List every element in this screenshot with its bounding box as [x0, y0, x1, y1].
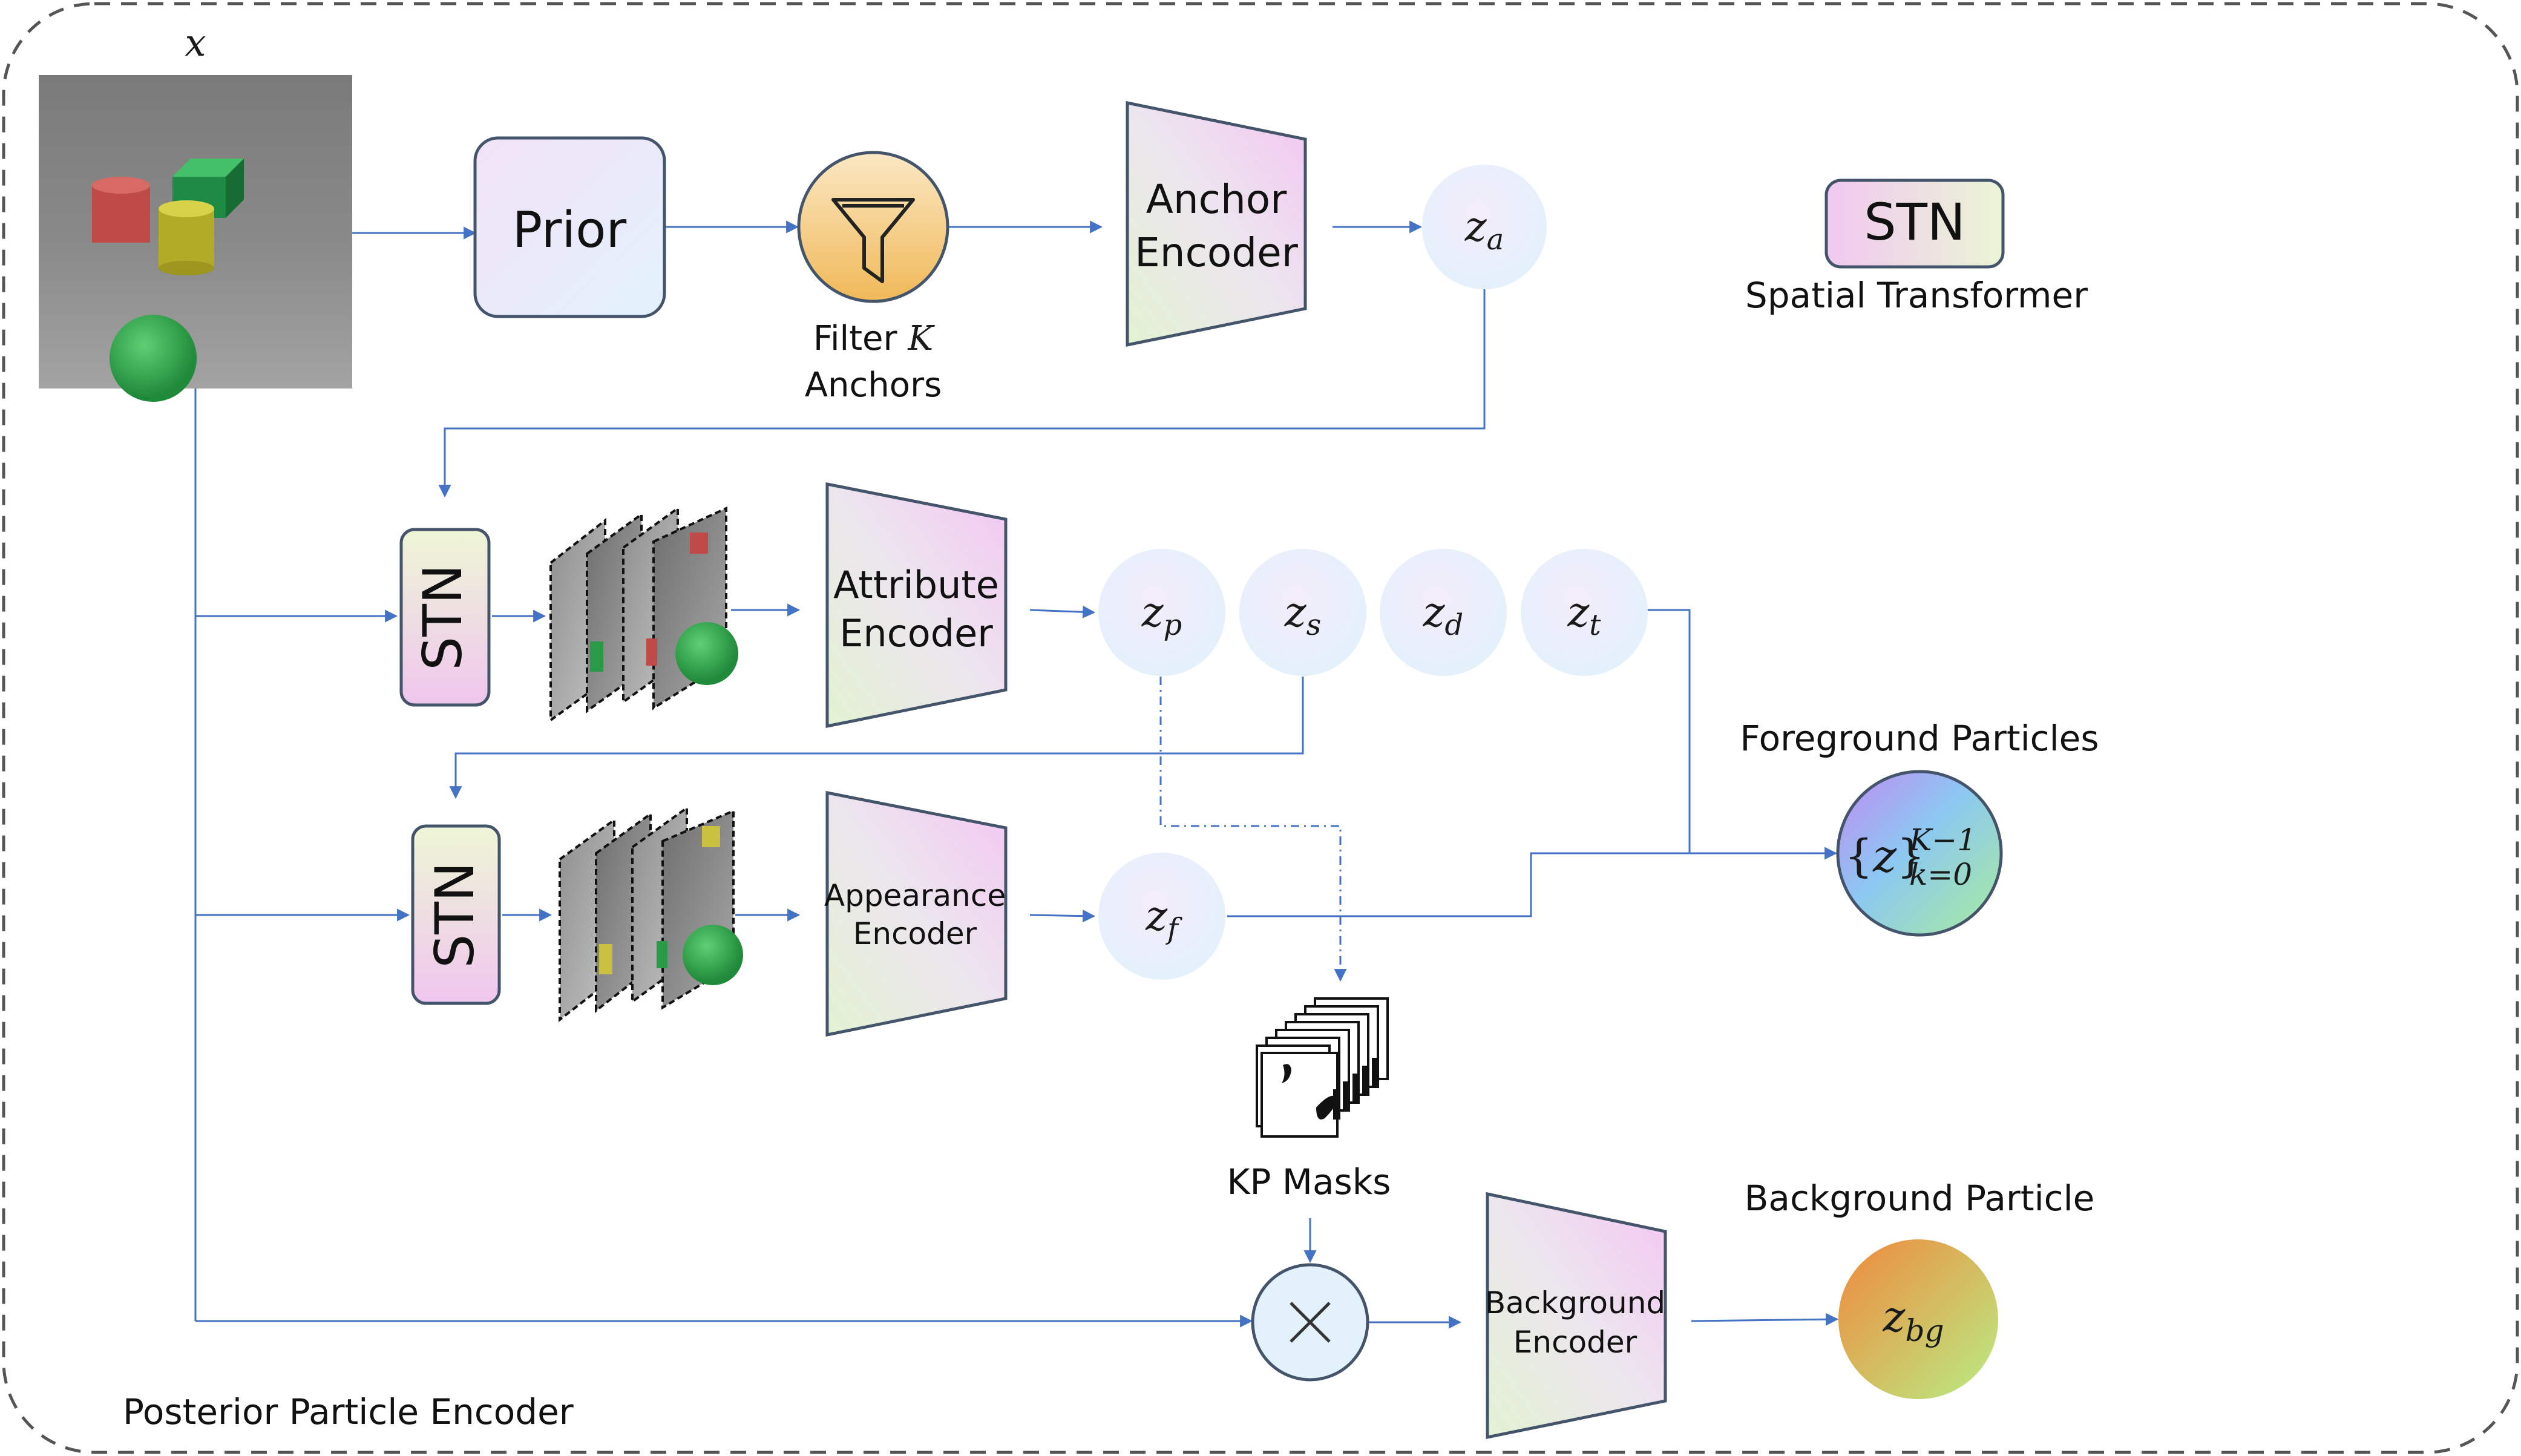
- arrow-appearance-encoder-to-zf: [1029, 910, 1096, 923]
- zs-node: [1239, 549, 1366, 676]
- fg-set-open: {: [1844, 830, 1873, 882]
- appearance-encoder-line2: Encoder: [853, 916, 977, 951]
- za-base: z: [1464, 203, 1487, 251]
- input-label: x: [185, 21, 206, 65]
- background-particle-node: [1838, 1239, 1998, 1399]
- arrow-za-to-stn1: [438, 289, 1486, 498]
- zp-sub: p: [1164, 608, 1182, 642]
- stn2-box: [411, 824, 501, 1005]
- background-encoder-shape: [1486, 1192, 1667, 1440]
- kp-masks-blobs: [1282, 1058, 1377, 1120]
- zf-base: z: [1145, 893, 1168, 940]
- attribute-encoder-line2: Encoder: [839, 611, 993, 655]
- zs-sub: s: [1306, 608, 1322, 642]
- anchor-encoder-shape: [1126, 100, 1307, 347]
- za-sub: a: [1487, 223, 1504, 257]
- glimpse-patches-bottom: [559, 805, 735, 1023]
- stn-legend-box: [1824, 179, 2005, 269]
- arrow-zp-to-kp-masks: [1159, 677, 1347, 982]
- za-label: za: [1464, 203, 1504, 257]
- background-encoder-line2: Encoder: [1513, 1325, 1638, 1360]
- zd-sub: d: [1445, 608, 1464, 642]
- za-node: [1422, 165, 1547, 289]
- arrow-zt-to-foreground: [1647, 609, 1838, 860]
- stn-legend-caption: Spatial Transformer: [1745, 275, 2088, 316]
- arrow-attribute-encoder-to-zp: [1029, 605, 1096, 618]
- fg-set-var: z: [1872, 830, 1897, 882]
- stn1-box: [399, 528, 491, 707]
- attribute-encoder-line1: Attribute: [833, 563, 999, 607]
- zp-node: [1098, 549, 1225, 676]
- background-encoder-line1: Background: [1485, 1285, 1665, 1320]
- foreground-sup: K−1: [1909, 822, 1976, 858]
- attribute-encoder-shape: [825, 482, 1008, 729]
- glimpse-patches-bottom-objects: [599, 826, 743, 985]
- zp-label: zp: [1141, 589, 1182, 642]
- arrow-zs-to-stn2: [449, 677, 1304, 799]
- connector-lines: [194, 220, 1839, 1329]
- arrow-zf-to-foreground: [1227, 852, 1690, 917]
- input-image: [39, 75, 352, 402]
- anchor-encoder-line2: Encoder: [1135, 229, 1299, 276]
- zf-node: [1098, 853, 1225, 980]
- arrow-background-encoder-to-zbg: [1691, 1313, 1839, 1326]
- frame-label: Posterior Particle Encoder: [123, 1391, 574, 1432]
- foreground-title: Foreground Particles: [1740, 718, 2099, 759]
- stn2-label: STN: [424, 862, 486, 968]
- zd-base: z: [1423, 589, 1446, 637]
- fg-set-close: }: [1896, 830, 1925, 882]
- filter-node: [797, 151, 949, 303]
- filter-label-text: Filter: [813, 319, 908, 358]
- zt-sub: t: [1589, 608, 1601, 642]
- glimpse-patches-top-objects: [590, 533, 738, 685]
- zbg-sub: bg: [1905, 1313, 1944, 1348]
- zbg-label: zbg: [1883, 1292, 1944, 1348]
- zd-label: zd: [1423, 589, 1464, 642]
- kp-masks-stack: [1256, 997, 1389, 1138]
- prior-box: [473, 136, 666, 318]
- foreground-particles-node: [1836, 770, 2003, 937]
- filter-label: Filter K: [813, 319, 936, 358]
- kp-masks-label: KP Masks: [1227, 1161, 1391, 1202]
- multiply-icon: [1290, 1302, 1331, 1343]
- stn1-label: STN: [411, 564, 474, 670]
- appearance-encoder-shape: [825, 790, 1008, 1037]
- zbg-base: z: [1883, 1292, 1906, 1342]
- zt-node: [1521, 549, 1648, 676]
- filter-k: K: [907, 319, 935, 358]
- funnel-icon: [831, 198, 915, 283]
- anchors-label: Anchors: [805, 366, 942, 405]
- zd-node: [1380, 549, 1507, 676]
- prior-label: Prior: [513, 202, 627, 259]
- zp-base: z: [1141, 589, 1164, 637]
- appearance-encoder-line1: Appearance: [824, 878, 1006, 913]
- zt-base: z: [1567, 589, 1590, 637]
- foreground-sub: k=0: [1909, 857, 1972, 892]
- zt-label: zt: [1567, 589, 1601, 642]
- foreground-set-label: {z}: [1844, 830, 1925, 882]
- anchor-encoder-line1: Anchor: [1146, 176, 1287, 223]
- zs-label: zs: [1284, 589, 1321, 642]
- stn-legend-label: STN: [1864, 192, 1965, 252]
- zs-base: z: [1284, 589, 1307, 637]
- background-title: Background Particle: [1745, 1178, 2095, 1219]
